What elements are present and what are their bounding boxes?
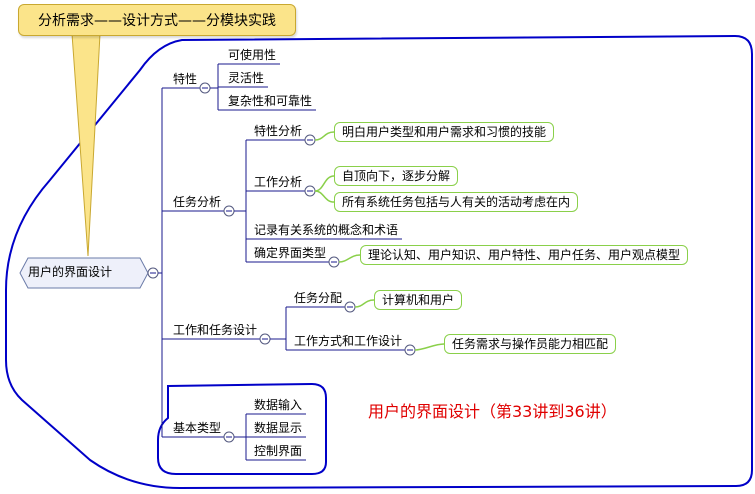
callout-pointer: [71, 33, 101, 257]
leaf-link: [338, 254, 361, 263]
leaf-cognition-model[interactable]: 理论认知、用户知识、用户特性、用户任务、用户观点模型: [360, 245, 689, 265]
branch-features[interactable]: 特性: [173, 72, 198, 86]
leaf-link: [414, 343, 445, 351]
node-data-display[interactable]: 数据显示: [254, 421, 303, 435]
branch-work-task-design[interactable]: 工作和任务设计: [173, 323, 258, 337]
node-interface-type[interactable]: 确定界面类型: [254, 246, 327, 260]
node-control-interface[interactable]: 控制界面: [254, 444, 303, 458]
node-work-analysis[interactable]: 工作分析: [254, 175, 303, 189]
root-label: 用户的界面设计: [28, 265, 113, 279]
title-callout: 分析需求——设计方式——分模块实践: [18, 4, 296, 36]
leaf-computer-user[interactable]: 计算机和用户: [374, 290, 463, 310]
node-data-input[interactable]: 数据输入: [254, 398, 303, 412]
branch-basic-types[interactable]: 基本类型: [173, 421, 222, 435]
node-work-mode-design[interactable]: 工作方式和工作设计: [294, 334, 403, 348]
node-flexibility[interactable]: 灵活性: [228, 71, 265, 85]
outline-boundary: [5, 34, 753, 490]
node-record-concepts[interactable]: 记录有关系统的概念和术语: [254, 223, 399, 237]
leaf-all-system-tasks[interactable]: 所有系统任务包括与人有关的活动考虑在内: [334, 192, 579, 212]
leaf-link: [314, 131, 335, 141]
leaf-link: [354, 299, 375, 308]
leaf-top-down[interactable]: 自顶向下，逐步分解: [334, 166, 459, 186]
node-usability[interactable]: 可使用性: [228, 48, 277, 62]
node-complexity-reliability[interactable]: 复杂性和可靠性: [228, 94, 313, 108]
node-task-allocation[interactable]: 任务分配: [294, 291, 343, 305]
root-box[interactable]: [19, 257, 149, 289]
leaf-task-operator-match[interactable]: 任务需求与操作员能力相匹配: [444, 334, 617, 354]
annotation-note: 用户的界面设计（第33讲到36讲）: [368, 402, 617, 421]
node-feature-analysis[interactable]: 特性分析: [254, 124, 303, 138]
leaf-link: [314, 190, 335, 203]
leaf-user-types-skills[interactable]: 明白用户类型和用户需求和习惯的技能: [334, 122, 555, 142]
leaf-link: [314, 175, 335, 192]
branch-task-analysis[interactable]: 任务分析: [173, 195, 222, 209]
highlight-basic-types: [157, 382, 327, 475]
